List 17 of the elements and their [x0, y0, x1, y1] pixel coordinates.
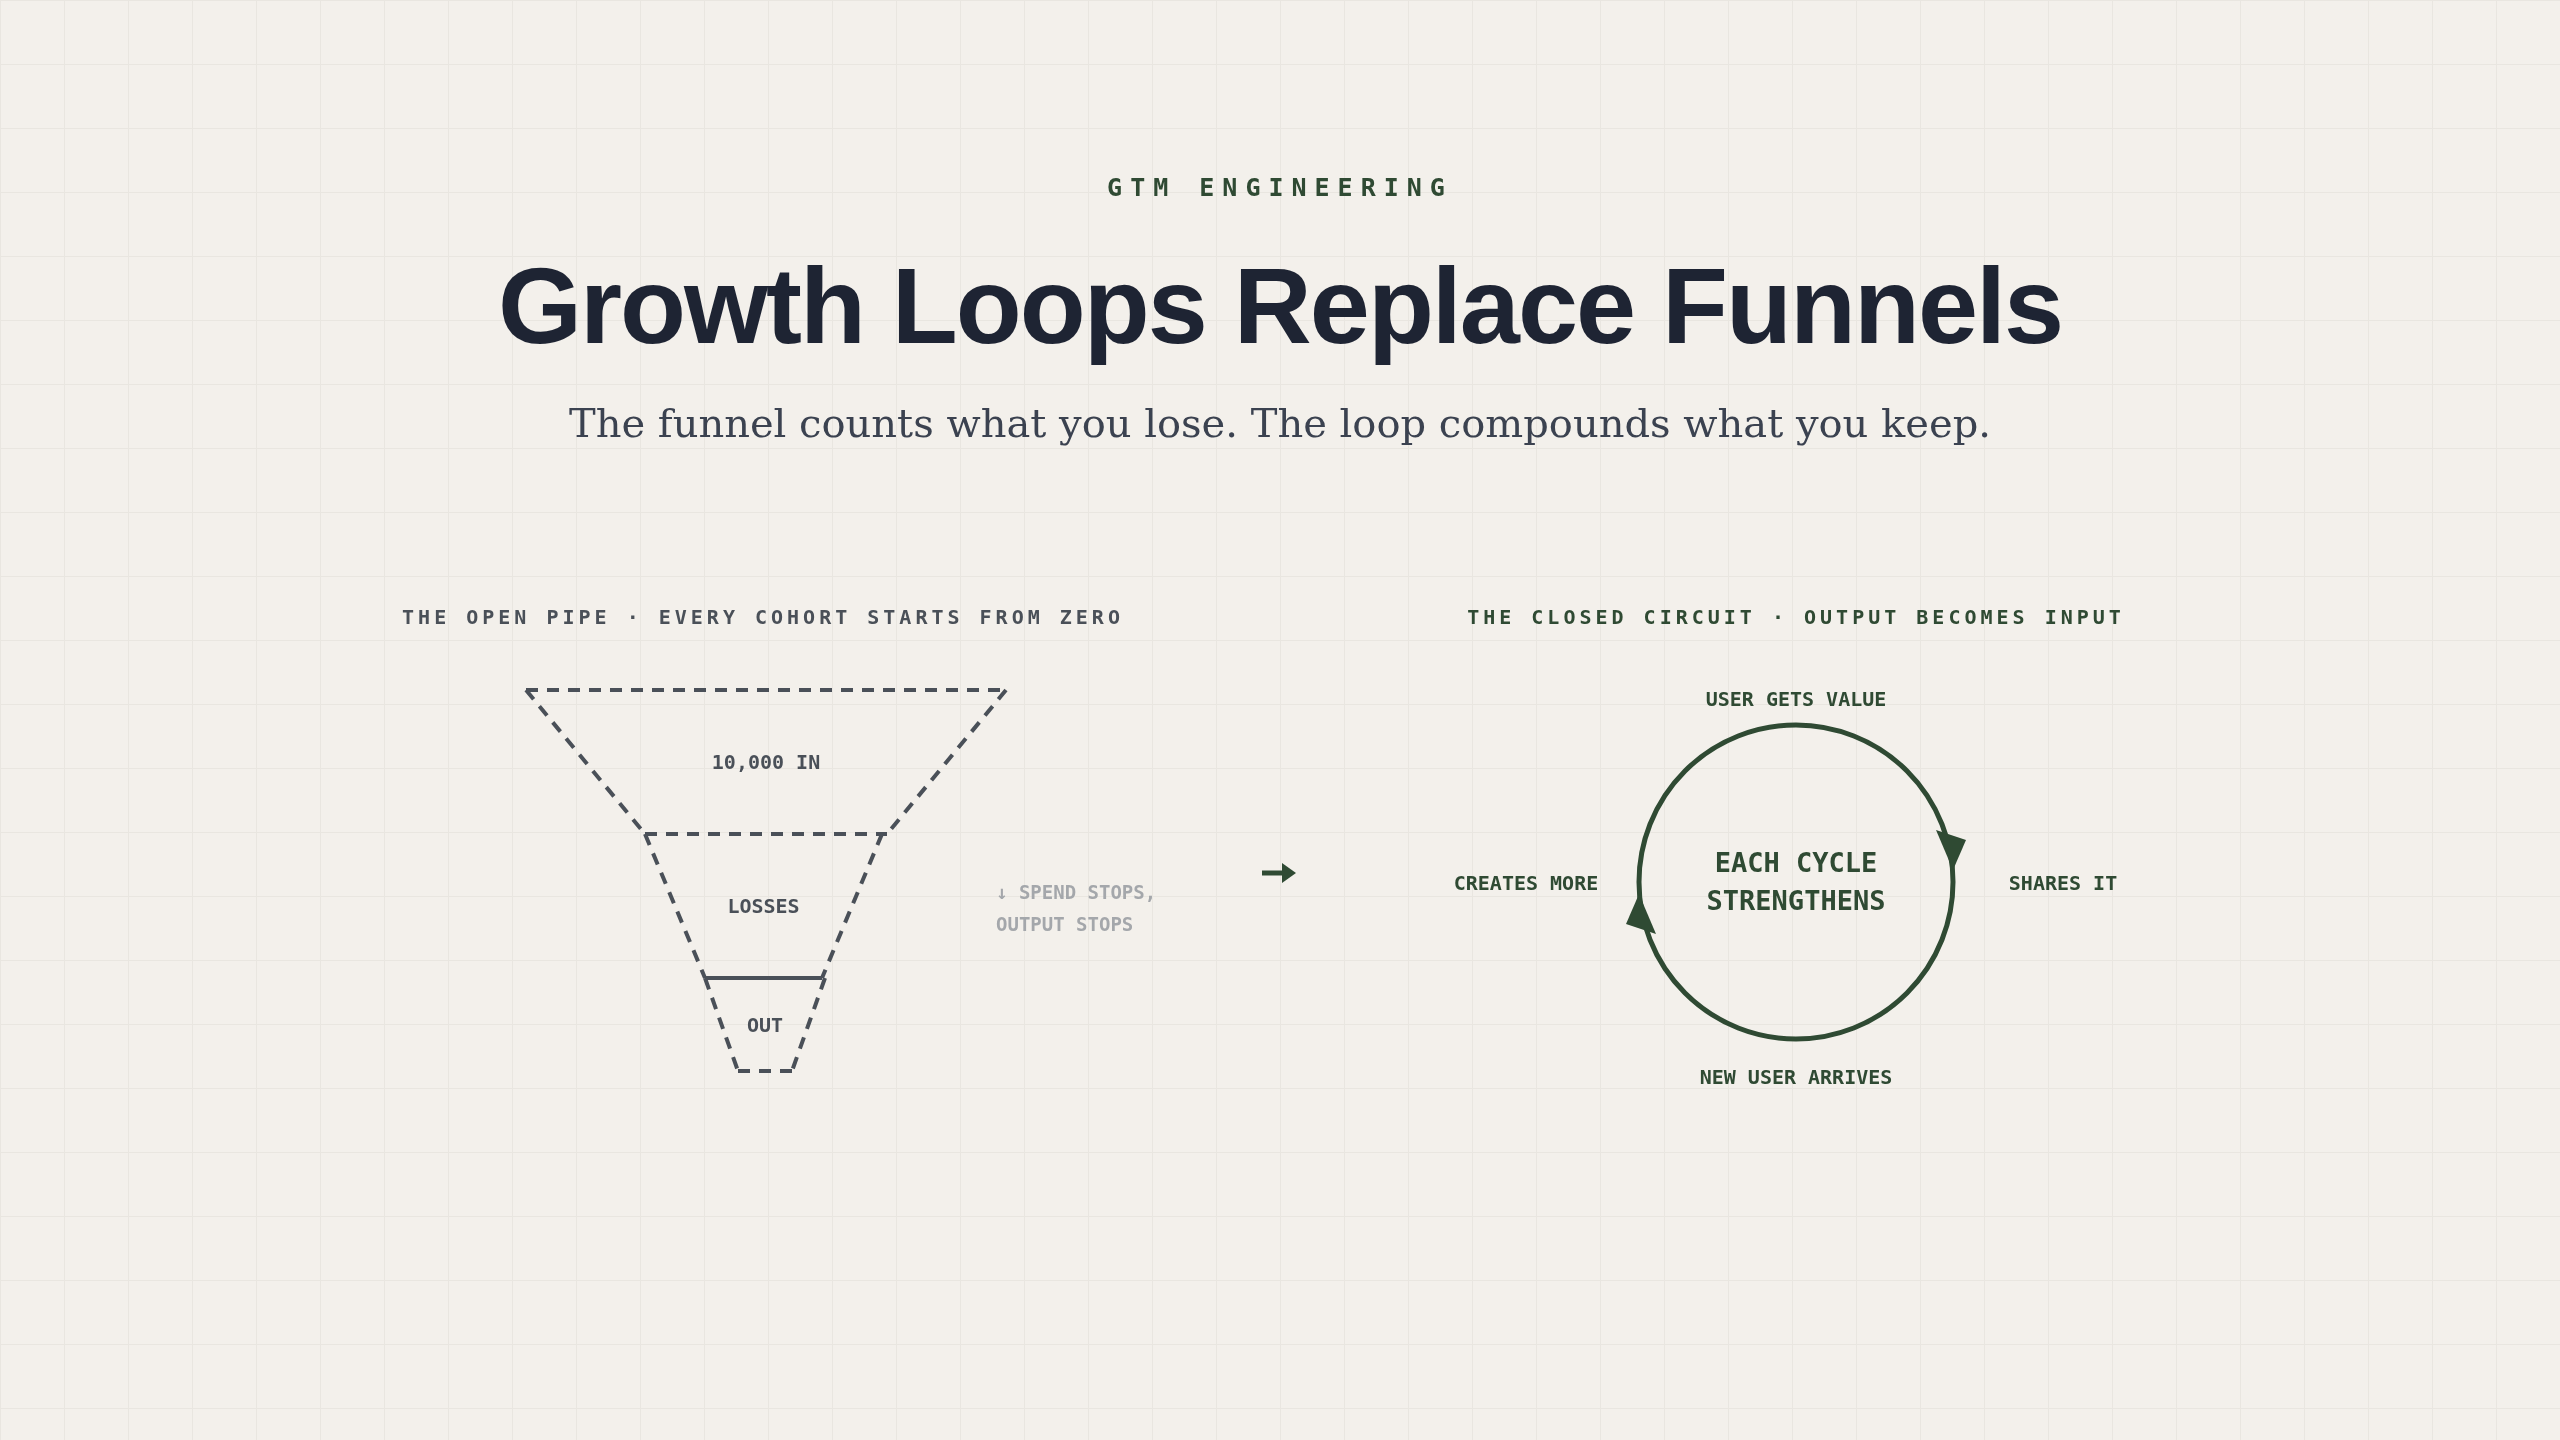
funnel-stage: [645, 834, 882, 978]
eyebrow-heading: GTM ENGINEERING: [1107, 172, 1453, 202]
stage-label: 10,000 IN: [710, 750, 822, 774]
stage-label: OUT: [745, 1012, 785, 1037]
funnel-stage: [526, 690, 1006, 834]
loop-step-label: NEW USER ARRIVES: [1699, 1065, 1893, 1089]
note-text: ↓ SPEND STOPS, OUTPUT STOPS: [996, 880, 1158, 937]
title: Growth Loops Replace Funnels: [497, 243, 2063, 368]
loop-step-label: CREATES MORE: [1453, 871, 1599, 895]
loop-center-label: EACH CYCLE STRENGTHENS: [1705, 846, 1887, 918]
loop-step-label: USER GETS VALUE: [1705, 687, 1887, 711]
loop-step-label: SHARES IT: [2008, 871, 2118, 895]
panel-heading: THE OPEN PIPE · EVERY COHORT STARTS FROM ZERO: [402, 605, 1124, 629]
funnel-stage: [705, 978, 825, 1071]
subtitle: The funnel counts what you lose. The loop compounds what you keep.: [569, 400, 1991, 446]
stage-label: LOSSES: [726, 894, 801, 918]
panel-heading: THE CLOSED CIRCUIT · OUTPUT BECOMES INPUT: [1467, 605, 2125, 629]
